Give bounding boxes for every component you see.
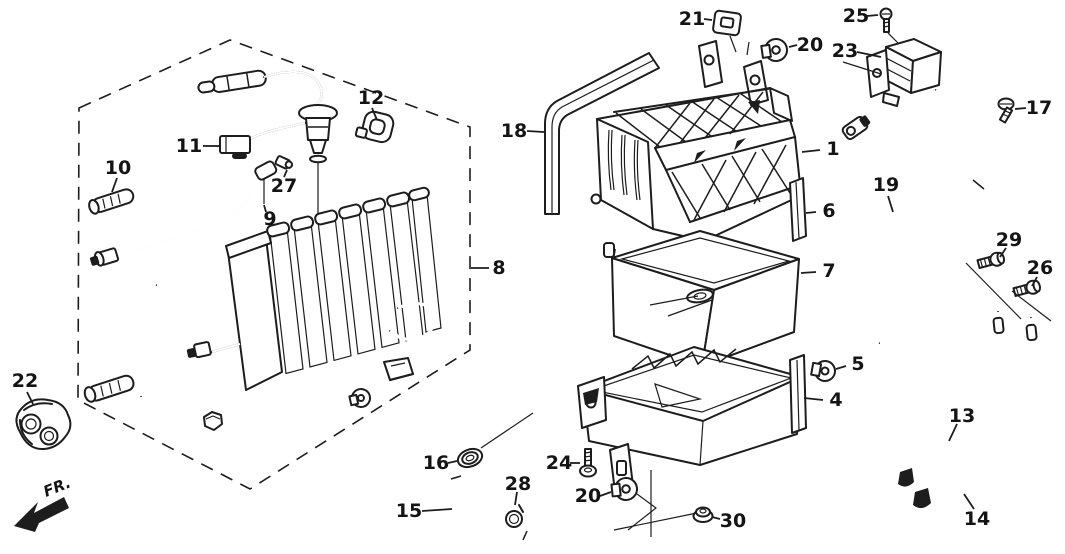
- callout-leader-6: [805, 211, 817, 214]
- clip-20-lower: [610, 477, 638, 501]
- fr-label: FR.: [41, 474, 74, 501]
- callout-leader-29: [999, 247, 1007, 258]
- callout-leader-30: [711, 516, 721, 520]
- screw-17: [997, 97, 1015, 124]
- callout-8: 8: [492, 257, 505, 279]
- callout-20: 20: [797, 34, 823, 56]
- callout-15: 15: [396, 500, 422, 522]
- callout-leader-1: [801, 149, 821, 153]
- relay-group: [841, 7, 1015, 199]
- callout-leader-28: [514, 491, 518, 506]
- callout-leader-9: [263, 204, 267, 213]
- callout-leader-23: [856, 51, 882, 58]
- seal-strip-18: [544, 52, 660, 215]
- top-clips: [712, 9, 836, 382]
- callout-22: 22: [12, 370, 38, 392]
- callout-16: 16: [423, 452, 449, 474]
- callout-20-b: 20: [575, 485, 601, 507]
- callout-27: 27: [271, 175, 297, 197]
- callout-leader-20: [599, 491, 612, 497]
- callout-leader-17: [1014, 107, 1027, 110]
- callout-24: 24: [546, 452, 572, 474]
- callout-leader-14: [963, 493, 975, 510]
- callout-leader-16: [447, 460, 458, 464]
- callout-leader-27: [283, 169, 288, 178]
- callout-11: 11: [176, 135, 202, 157]
- evaporator-subassembly-boundary: [77, 39, 471, 490]
- fr-direction-arrow: [14, 497, 69, 532]
- tank-caps: [266, 186, 430, 238]
- callout-leader-15: [421, 508, 453, 512]
- callout-leader-13: [948, 423, 958, 442]
- right-side-parts: [862, 179, 1052, 509]
- screw-24: [579, 448, 597, 478]
- callout-13: 13: [949, 405, 975, 427]
- clip-5: [810, 360, 836, 382]
- callout-leader-26: [1031, 276, 1038, 287]
- loose-hardware-left: [83, 188, 414, 431]
- callout-14: 14: [964, 508, 990, 530]
- callout-leader-19: [887, 195, 894, 213]
- callout-26: 26: [1027, 257, 1053, 279]
- evaporator-core: [186, 186, 442, 391]
- bolt-28: [505, 504, 524, 528]
- nut-30: [692, 506, 714, 523]
- middle-tray: [603, 230, 800, 367]
- clip-20-upper: [760, 37, 788, 62]
- callout-19: 19: [873, 174, 899, 196]
- callout-leader-5: [835, 365, 847, 370]
- expansion-valve-assembly: [197, 69, 395, 224]
- callout-1: 1: [826, 138, 839, 160]
- callout-leader-21: [703, 18, 713, 21]
- callout-17: 17: [1026, 97, 1052, 119]
- mid-lattice: [671, 144, 791, 221]
- callout-4: 4: [829, 389, 842, 411]
- callout-layer: 1456789101112131415161718192020212223242…: [12, 5, 1053, 532]
- callout-29: 29: [996, 229, 1022, 251]
- callout-23: 23: [832, 40, 858, 62]
- callout-25: 25: [843, 5, 869, 27]
- callout-leader-10: [111, 177, 118, 193]
- upper-case: [590, 40, 807, 242]
- grommet-16: [456, 447, 484, 469]
- suction-pipe: [89, 160, 278, 267]
- callout-7: 7: [822, 260, 835, 282]
- callout-10: 10: [105, 157, 131, 179]
- callout-leader-12: [371, 107, 378, 121]
- callout-leader-20: [788, 44, 798, 48]
- callout-5: 5: [851, 353, 864, 375]
- callout-28: 28: [505, 473, 531, 495]
- grommet-22: [15, 398, 72, 451]
- screw-25: [879, 7, 900, 45]
- callout-21: 21: [679, 8, 705, 30]
- callout-leader-22: [26, 391, 34, 405]
- callout-18: 18: [501, 120, 527, 142]
- top-lattice: [615, 91, 783, 149]
- clip-21: [712, 9, 742, 37]
- callout-9: 9: [263, 208, 276, 230]
- callout-leader-18: [526, 130, 545, 133]
- bottom-hardware: [450, 412, 714, 541]
- callout-30: 30: [720, 510, 746, 532]
- callout-leader-4: [803, 397, 824, 401]
- callout-leader-7: [800, 271, 817, 274]
- callout-leader-25: [866, 14, 879, 17]
- callout-12: 12: [358, 87, 384, 109]
- callout-6: 6: [822, 200, 835, 222]
- lower-case: [577, 346, 807, 493]
